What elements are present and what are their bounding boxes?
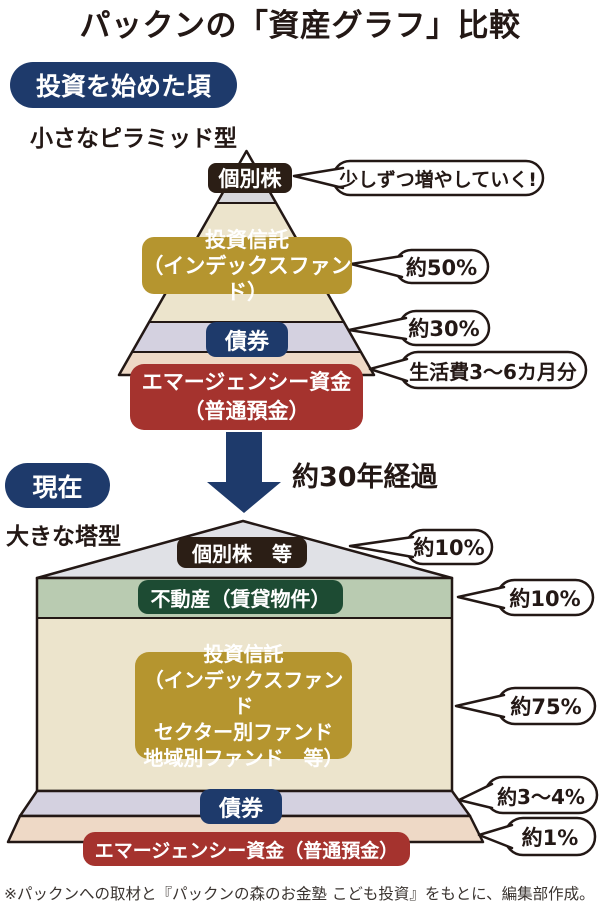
- callout-10pct-stocks-text: 約10%: [413, 536, 485, 560]
- tower-label-investment-trust: 投資信託 （インデックスファンド セクター別ファンド 地域別ファンド 等）: [135, 642, 352, 770]
- after-shape-caption: 大きな塔型: [6, 524, 121, 550]
- callout-3to4pct-text: 約3〜4%: [497, 784, 585, 809]
- callout-livingcost-text: 生活費3〜6カ月分: [409, 359, 577, 384]
- footer-note: ※パックンへの取材と『パックンの森のお金塾 こども投資』をもとに、編集部作成。: [4, 885, 595, 903]
- callout-grow-text: 少しずつ増やしていく!: [339, 168, 537, 191]
- before-shape-caption: 小さなピラミッド型: [30, 126, 237, 152]
- callout-75pct-text: 約75%: [510, 695, 582, 719]
- tower-label-emergency-fund: エマージェンシー資金（普通預金）: [83, 832, 410, 866]
- callout-30pct-text: 約30%: [408, 317, 480, 341]
- callout-10pct-realestate-text: 約10%: [509, 586, 581, 611]
- before-badge: 投資を始めた頃: [10, 62, 237, 108]
- callout-bubbles: [292, 159, 599, 857]
- tower-label-bonds: 債券: [200, 789, 282, 824]
- callout-50pct-text: 約50%: [405, 255, 478, 280]
- after-badge: 現在: [5, 463, 110, 508]
- transition-label: 約30年経過: [292, 462, 438, 493]
- pyramid-label-emergency-fund: エマージェンシー資金 （普通預金）: [130, 364, 363, 430]
- down-arrow-icon: [207, 432, 281, 513]
- page-title: パックンの「資産グラフ」比較: [79, 8, 521, 44]
- pyramid-label-investment-trust: 投資信託 （インデックスファンド）: [142, 227, 352, 304]
- tower-label-individual-stocks: 個別株 等: [177, 537, 307, 568]
- pyramid-label-individual-stocks: 個別株: [208, 163, 292, 193]
- pyramid-label-bonds: 債券: [206, 322, 288, 357]
- tower-label-real-estate: 不動産（賃貸物件）: [138, 580, 343, 614]
- callout-1pct-text: 約1%: [521, 825, 579, 850]
- pyramid-segment-stocks: [216, 193, 277, 203]
